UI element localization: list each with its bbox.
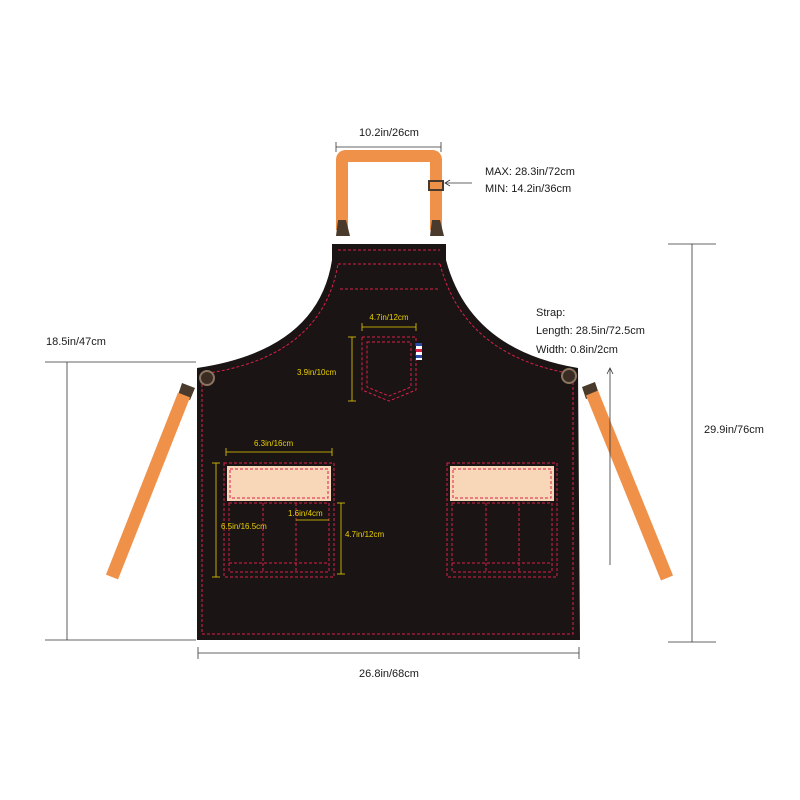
strap-length-label: Length: 28.5in/72.5cm: [536, 325, 645, 337]
neck-width-label: 10.2in/26cm: [359, 127, 419, 139]
left-side-grommet: [199, 370, 215, 386]
left-waist-strap: [105, 392, 191, 580]
strap-info-title: Strap:: [536, 307, 565, 319]
side-height-label: 18.5in/47cm: [46, 336, 106, 348]
neck-max-label: MAX: 28.3in/72cm: [485, 166, 575, 178]
lower-pocket-height-label: 6.5in/16.5cm: [221, 522, 267, 531]
strap-slider-buckle: [428, 180, 444, 191]
apron-stitching: [201, 249, 574, 635]
lower-pocket-width-label: 6.3in/16cm: [254, 439, 293, 448]
right-lower-pocket: [446, 462, 558, 578]
right-waist-strap: [585, 390, 674, 581]
chest-pocket: [361, 336, 422, 402]
left-pocket-panel: [227, 466, 331, 501]
slot-height-label: 4.7in/12cm: [345, 530, 384, 539]
chest-pocket-height-label: 3.9in/10cm: [297, 368, 336, 377]
strap-width-label: Width: 0.8in/2cm: [536, 344, 618, 356]
dimension-lines: [45, 142, 716, 659]
neck-strap: [336, 150, 444, 230]
pocket-dimension-lines: [212, 323, 417, 578]
bottom-width-label: 26.8in/68cm: [359, 668, 419, 680]
right-side-grommet: [561, 368, 577, 384]
right-pocket-panel: [450, 466, 554, 501]
slot-width-label: 1.6in/4cm: [288, 509, 323, 518]
neck-min-label: MIN: 14.2in/36cm: [485, 183, 571, 195]
chest-pocket-width-label: 4.7in/12cm: [369, 313, 408, 322]
total-height-label: 29.9in/76cm: [704, 424, 764, 436]
